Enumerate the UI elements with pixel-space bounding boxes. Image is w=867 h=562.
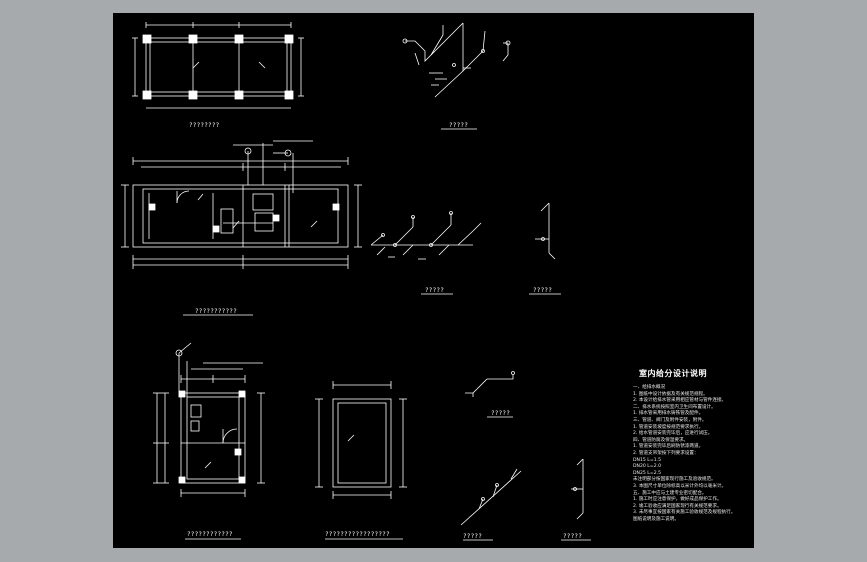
plan-foundation: [132, 22, 304, 109]
note-line: 未注明部分按国家现行施工及验收规范。: [633, 477, 716, 483]
note-line: 1. 管道安装坡度按规范要求执行。: [633, 424, 704, 430]
isometric-2: [370, 211, 482, 295]
note-line: 2. 管道支吊架按下列要求设置：: [633, 450, 699, 456]
isometric-4: [465, 371, 515, 418]
label-drawing-8: ?????????????????: [325, 531, 390, 538]
label-drawing-3: ???????????: [195, 308, 237, 315]
label-drawing-6: ?????: [491, 410, 511, 417]
note-line: 1. 管道安装完毕后刷防锈漆两道。: [633, 444, 704, 450]
note-line: 一、给排水概况: [633, 385, 666, 390]
note-line: DN15 L=1.5: [633, 457, 661, 463]
note-line: 3. 未尽事宜按国家有关施工验收规范及规程执行。: [633, 510, 736, 516]
note-line: 1. 图纸中设计依据及有关规范规程。: [633, 391, 708, 397]
isometric-6: [561, 458, 591, 541]
plan-rect: [315, 381, 407, 540]
isometric-3: [529, 202, 561, 295]
label-drawing-5: ?????: [533, 287, 553, 294]
note-line: 三、管道、阀门及附件安装，附件。: [633, 417, 707, 423]
note-line: 图纸说明及施工说明。: [633, 516, 679, 522]
label-drawing-10: ?????: [563, 533, 583, 540]
plan-floor: [121, 140, 362, 316]
label-drawing-4: ?????: [425, 287, 445, 294]
cad-drawing-area[interactable]: ???????? ????? ??????????? ????? ????? ?…: [113, 13, 754, 548]
note-line: DN20 L=2.0: [633, 464, 661, 470]
note-line: 五、施工中应与土建专业密切配合。: [633, 490, 707, 496]
note-line: 2. 给水管道安装完毕后，应进行试压。: [633, 431, 713, 437]
cad-drawing: [121, 22, 591, 541]
note-line: 1. 施工时应注意保护，做好成品保护工作。: [633, 497, 722, 503]
isometric-5: [460, 468, 522, 541]
note-line: 二、排水系统按照室内卫生间布置设计。: [633, 404, 716, 410]
design-notes: 一、给排水概况 1. 图纸中设计依据及有关规范规程。 2. 本设计给排水管采用相…: [633, 385, 753, 523]
note-line: 2. 本设计给排水管采用相应管材与管件连接。: [633, 398, 727, 404]
label-drawing-2: ?????: [449, 122, 469, 129]
note-line: 2. 竣工验收应满足国家现行有关规范要求。: [633, 503, 722, 509]
label-drawing-1: ????????: [189, 122, 220, 129]
plan-small: [153, 342, 265, 540]
note-line: DN25 L=2.5: [633, 470, 661, 476]
note-line: 3. 本图尺寸单位除标高以米计外均以毫米计。: [633, 483, 727, 489]
isometric-1: [402, 22, 511, 130]
label-drawing-9: ?????: [463, 533, 483, 540]
notes-title: 室内给分设计说明: [639, 369, 707, 378]
note-line: 1. 排水管采用排水铸铁管及配件。: [633, 411, 704, 417]
label-drawing-7: ????????????: [187, 531, 233, 538]
note-line: 四、管道防腐及保温要求。: [633, 437, 689, 443]
